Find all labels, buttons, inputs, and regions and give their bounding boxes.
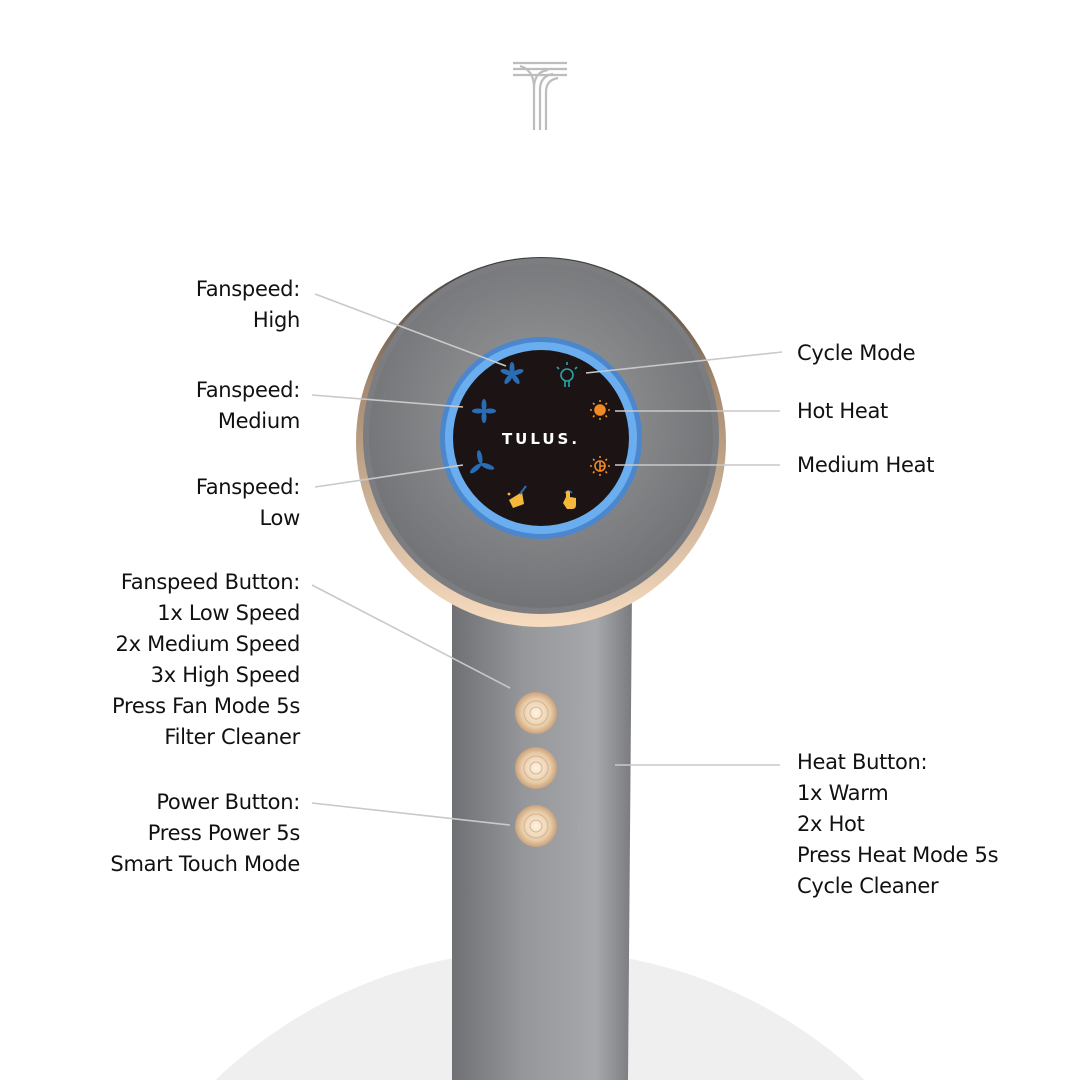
leader-cycle-mode: [585, 351, 783, 374]
smart-touch-icon: [563, 490, 576, 509]
fan-medium-icon: [472, 399, 496, 423]
display-screen: [453, 350, 629, 526]
label-line: 2x Hot: [797, 812, 865, 836]
label-line: 1x Warm: [797, 781, 889, 805]
label-line: Fanspeed:: [195, 475, 300, 499]
fan-low-icon: [470, 450, 495, 474]
label-medium-heat: Medium Heat: [797, 450, 934, 481]
label-line: Low: [259, 506, 301, 530]
label-line: Power Button:: [156, 790, 300, 814]
label-line: Press Power 5s: [147, 821, 301, 845]
leader-fan-button: [311, 584, 511, 689]
label-fanspeed-button: Fanspeed Button: 1x Low Speed 2x Medium …: [112, 567, 300, 753]
display-brand: TULUS.: [502, 430, 580, 448]
fanspeed-button[interactable]: [515, 692, 557, 734]
label-line: 2x Medium Speed: [115, 632, 301, 656]
label-power-button: Power Button: Press Power 5s Smart Touch…: [110, 787, 300, 880]
power-button[interactable]: [515, 805, 557, 847]
label-line: 1x Low Speed: [157, 601, 300, 625]
label-fanspeed-low: Fanspeed: Low: [196, 472, 300, 534]
label-line: Fanspeed Button:: [120, 570, 300, 594]
logo-icon: [513, 61, 567, 130]
label-line: Hot Heat: [797, 399, 888, 423]
label-line: Cycle Cleaner: [797, 874, 939, 898]
label-heat-button: Heat Button: 1x Warm 2x Hot Press Heat M…: [797, 747, 999, 902]
label-fanspeed-medium: Fanspeed: Medium: [196, 375, 300, 437]
label-line: Filter Cleaner: [164, 725, 300, 749]
leader-power-button: [311, 802, 511, 826]
label-line: High: [252, 308, 300, 332]
heat-side-icon: [578, 757, 598, 777]
label-line: Smart Touch Mode: [110, 852, 300, 876]
label-line: Medium Heat: [797, 453, 935, 477]
heat-button[interactable]: [515, 747, 557, 789]
label-fanspeed-high: Fanspeed: High: [196, 274, 300, 336]
cycle-mode-icon: [556, 362, 578, 387]
label-line: Press Fan Mode 5s: [111, 694, 300, 718]
label-line: Fanspeed:: [195, 277, 300, 301]
leader-fan-medium: [311, 394, 464, 408]
leader-fan-high: [314, 293, 507, 367]
leader-lines: [311, 293, 783, 826]
label-line: Heat Button:: [797, 750, 928, 774]
label-line: Fanspeed:: [195, 378, 300, 402]
fan-side-icon: [576, 700, 600, 724]
label-cycle-mode: Cycle Mode: [797, 338, 916, 369]
label-line: Medium: [217, 409, 300, 433]
fan-high-icon: [500, 362, 524, 384]
label-line: 3x High Speed: [150, 663, 301, 687]
filter-cleaner-icon: [507, 485, 527, 508]
label-line: Cycle Mode: [797, 341, 916, 365]
power-side-icon: [578, 816, 598, 839]
hot-heat-icon: [590, 400, 610, 420]
label-hot-heat: Hot Heat: [797, 396, 888, 427]
medium-heat-icon: [590, 456, 610, 476]
leader-fan-low: [314, 464, 464, 488]
label-line: Press Heat Mode 5s: [797, 843, 999, 867]
